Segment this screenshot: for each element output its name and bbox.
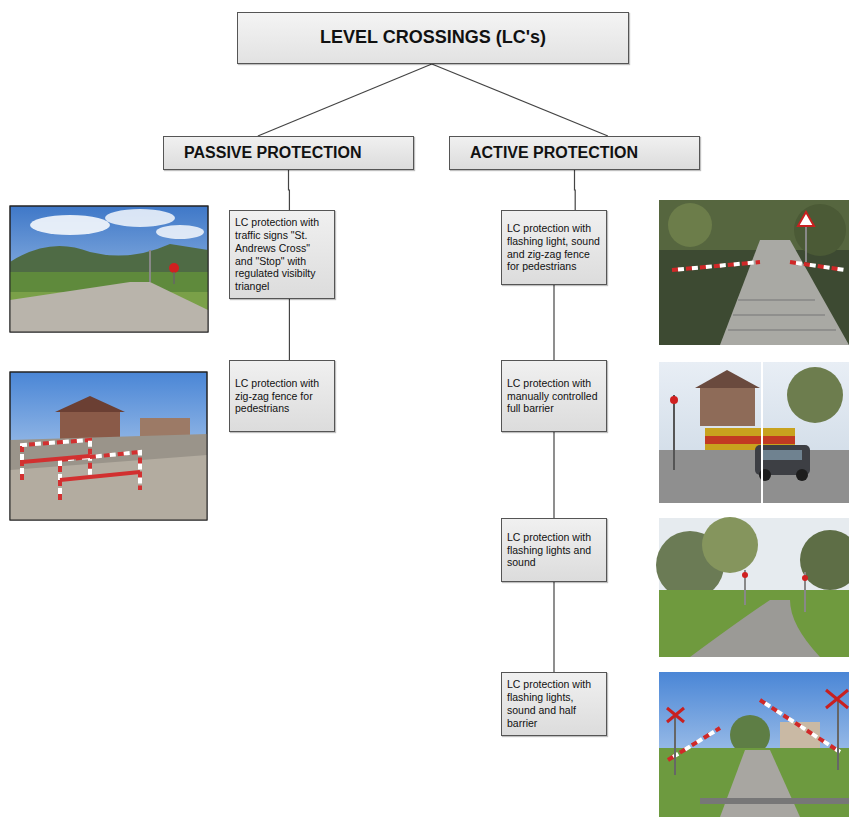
box-label: ACTIVE PROTECTION [470,143,695,163]
process-box: LC protection with zig-zag fence for ped… [229,360,335,432]
box-label: LC protection with flashing lights, soun… [507,678,601,729]
connector-line [574,170,576,210]
connector-line [553,582,554,672]
process-box: LC protection with flashing lights, soun… [501,672,607,736]
box-label: LC protection with traffic signs "St. An… [235,216,329,293]
category-box: ACTIVE PROTECTION [449,136,700,170]
box-label: LC protection with manually controlled f… [507,377,601,415]
box-label: LEVEL CROSSINGS (LC's) [244,27,622,49]
connector-line [289,299,290,360]
process-box: LC protection with flashing light, sound… [501,210,607,285]
box-label: LC protection with flashing light, sound… [507,222,601,273]
photo-full-barrier [659,362,849,503]
connector-line [553,432,554,518]
connector-line [432,64,608,136]
root-box: LEVEL CROSSINGS (LC's) [237,12,629,64]
connector-line [288,170,290,210]
connector-line [553,285,554,360]
box-label: PASSIVE PROTECTION [184,143,409,163]
category-box: PASSIVE PROTECTION [163,136,414,170]
photo-half-barrier [659,672,849,817]
process-box: LC protection with traffic signs "St. An… [229,210,335,299]
box-label: LC protection with zig-zag fence for ped… [235,377,329,415]
box-label: LC protection with flashing lights and s… [507,531,601,569]
process-box: LC protection with manually controlled f… [501,360,607,432]
photo-flashing-lights [656,517,849,657]
photo-road-signs [10,206,208,332]
connector-line [258,64,432,136]
photo-pedestrian-crossing [659,200,849,345]
photo-zigzag-fence [10,372,207,520]
process-box: LC protection with flashing lights and s… [501,518,607,582]
